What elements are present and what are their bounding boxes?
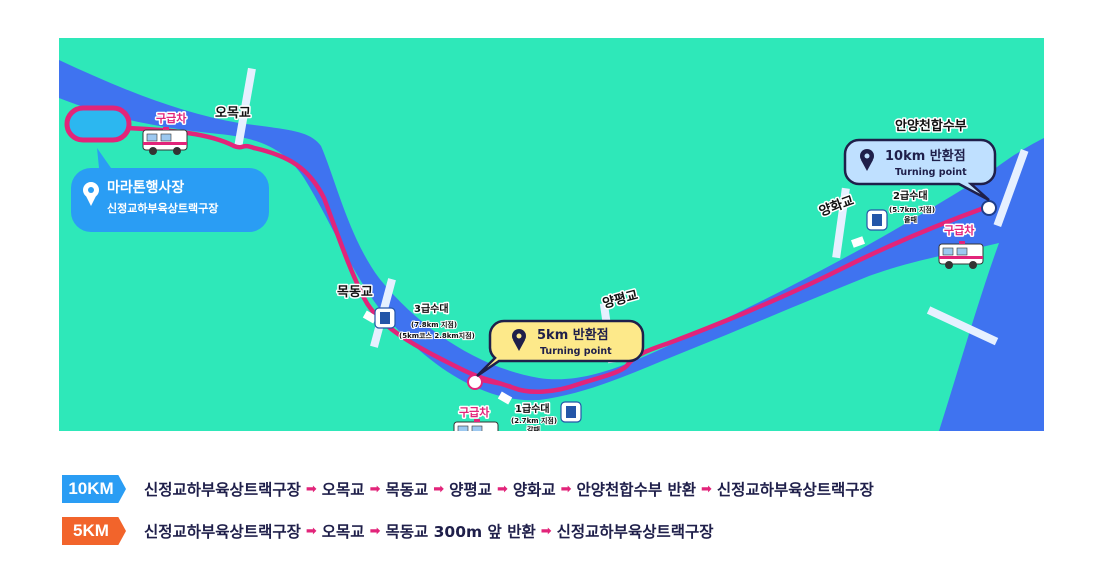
route-10k-text: 신정교하부육상트랙구장 ➡ 오목교 ➡ 목동교 ➡ 양평교 ➡ 양화교 ➡ 안양… bbox=[144, 478, 874, 500]
water-1-note: 갈때 bbox=[527, 425, 540, 431]
route-stop: 오목교 bbox=[321, 481, 365, 499]
ambulance-label-5k: 구급차 bbox=[459, 405, 490, 419]
route-stop: 안양천합수부 반환 bbox=[576, 481, 697, 499]
water-1-detail: (2.7km 지점) bbox=[511, 416, 557, 425]
turn-10k-pin-icon bbox=[860, 149, 874, 171]
water-2-detail: (5.7km 지점) bbox=[889, 205, 935, 214]
route-10k bbox=[126, 125, 985, 395]
legend-row-10k: 10KM 신정교하부육상트랙구장 ➡ 오목교 ➡ 목동교 ➡ 양평교 ➡ 양화교… bbox=[62, 474, 874, 504]
route-5k-text: 신정교하부육상트랙구장 ➡ 오목교 ➡ 목동교 300m 앞 반환 ➡ 신정교하… bbox=[144, 520, 714, 542]
turn-5k-title: 5km 반환점 bbox=[537, 327, 609, 343]
water-3-name: 3급수대 bbox=[414, 302, 449, 315]
route-stop: 오목교 bbox=[321, 523, 365, 541]
ambulance-label-10k: 구급차 bbox=[944, 223, 975, 237]
arrow-icon: ➡ bbox=[369, 523, 381, 539]
arrow-icon: ➡ bbox=[540, 523, 552, 539]
start-subtitle: 신정교하부육상트랙구장 bbox=[107, 201, 218, 215]
arrow-icon: ➡ bbox=[433, 481, 445, 497]
arrow-icon: ➡ bbox=[305, 481, 317, 497]
route-stop: 목동교 bbox=[385, 481, 429, 499]
badge-10k: 10KM bbox=[62, 475, 126, 503]
route-stop: 신정교하부육상트랙구장 bbox=[556, 523, 714, 541]
route-stop: 양화교 bbox=[512, 481, 556, 499]
route-stop: 목동교 300m 앞 반환 bbox=[385, 523, 536, 541]
start-title: 마라톤행사장 bbox=[107, 179, 184, 196]
river bbox=[59, 60, 1044, 431]
turn-10k-subtitle: Turning point bbox=[895, 167, 967, 178]
water-3-detail: (7.8km 지점) bbox=[411, 320, 457, 329]
turn-10k-marker bbox=[981, 200, 997, 216]
label-anyangcheon: 안양천합수부 bbox=[895, 118, 967, 134]
water-2-cup-icon bbox=[866, 209, 888, 231]
start-track bbox=[64, 105, 132, 143]
label-mokdonggyo: 목동교 bbox=[337, 285, 373, 300]
water-station-flags bbox=[362, 236, 866, 405]
arrow-icon: ➡ bbox=[701, 481, 712, 497]
turn-10k-title: 10km 반환점 bbox=[885, 148, 966, 164]
route-stop: 신정교하부육상트랙구장 bbox=[144, 523, 301, 541]
badge-5k: 5KM bbox=[62, 517, 126, 545]
legend-row-5k: 5KM 신정교하부육상트랙구장 ➡ 오목교 ➡ 목동교 300m 앞 반환 ➡ … bbox=[62, 516, 714, 546]
route-stop: 양평교 bbox=[449, 481, 492, 499]
water-2-note: 올때 bbox=[904, 215, 917, 224]
label-omokgyo: 오목교 bbox=[215, 106, 251, 121]
water-1-name: 1급수대 bbox=[515, 402, 550, 415]
turn-5k-subtitle: Turning point bbox=[540, 346, 612, 357]
arrow-icon: ➡ bbox=[369, 481, 381, 497]
land bbox=[59, 38, 1044, 431]
turn-5k-pin-icon bbox=[512, 329, 526, 351]
turn-5k-marker bbox=[467, 374, 483, 390]
arrow-icon: ➡ bbox=[560, 481, 572, 497]
water-3-note: (5km코스 2.8km지점) bbox=[399, 331, 475, 340]
arrow-icon: ➡ bbox=[496, 481, 508, 497]
ambulance-label-start: 구급차 bbox=[156, 111, 187, 125]
map-svg: 구급차 구급차 구급차 오목교 목동교 양평교 양화교 안양천합수부 마라톤행사… bbox=[59, 38, 1044, 431]
water-3-cup-icon bbox=[374, 307, 396, 329]
water-1-cup-icon bbox=[560, 401, 582, 423]
start-pin-icon bbox=[83, 182, 99, 206]
turn-10k-bubble bbox=[843, 138, 997, 202]
arrow-icon: ➡ bbox=[305, 523, 317, 539]
route-stop: 신정교하부육상트랙구장 bbox=[144, 481, 301, 499]
water-2-name: 2급수대 bbox=[893, 189, 928, 202]
course-map: 구급차 구급차 구급차 오목교 목동교 양평교 양화교 안양천합수부 마라톤행사… bbox=[59, 38, 1044, 431]
route-stop: 신정교하부육상트랙구장 bbox=[716, 481, 874, 499]
start-bubble bbox=[71, 148, 269, 232]
